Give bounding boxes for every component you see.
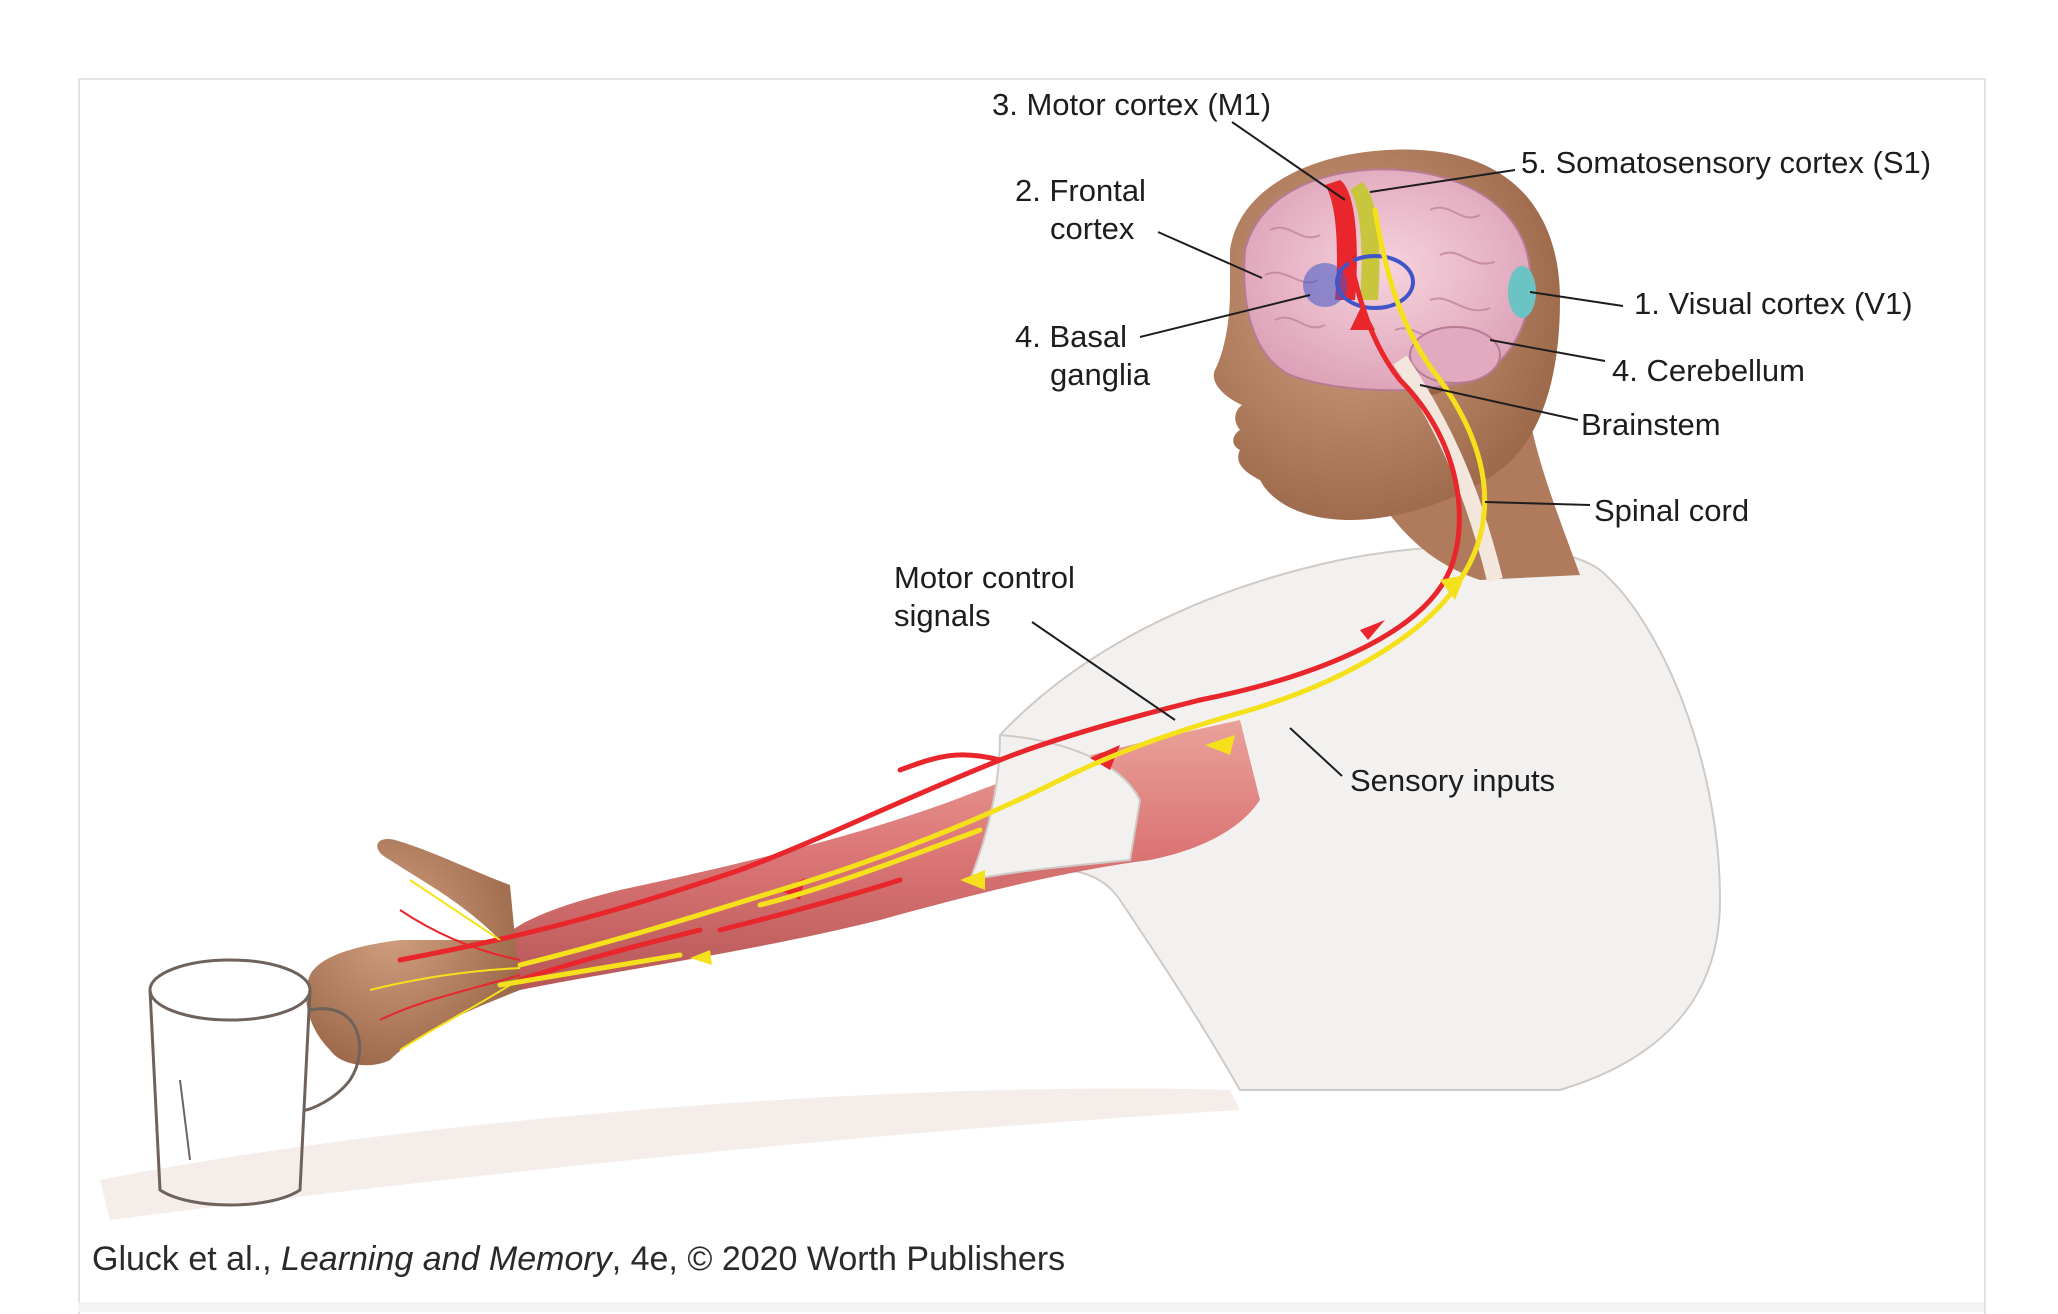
mug [148,958,362,1207]
label-cerebellum: 4. Cerebellum [1612,353,1805,388]
label-brainstem: Brainstem [1581,407,1721,442]
motor-cortex-region [1325,180,1357,300]
label-visual-cortex: 1. Visual cortex (V1) [1634,286,1913,321]
basal-ganglia-outline [1335,254,1415,310]
basal-ganglia-region [1303,263,1347,307]
upper-arm-skin [968,733,1142,882]
bottom-bar [78,1302,1984,1312]
table-shadow [100,1088,1240,1220]
label-somatosensory-cortex: 5. Somatosensory cortex (S1) [1521,145,1932,180]
shirt [999,545,1722,1091]
visual-cortex-region [1508,266,1536,318]
label-motor-control-signals-line2: signals [894,598,991,633]
sensory-pathway [497,207,1488,988]
credit-title: Learning and Memory [280,1240,612,1278]
credit-authors: Gluck et al., [92,1240,281,1278]
somatosensory-region [1350,182,1380,300]
label-motor-control-signals-line1: Motor control [894,560,1075,595]
label-frontal-cortex-line2: cortex [1050,211,1135,246]
leader-lines [1031,121,1624,777]
label-basal-ganglia-line2: ganglia [1050,357,1150,392]
credit-rest: , 4e, © 2020 Worth Publishers [611,1240,1066,1278]
label-basal-ganglia-line1: 4. Basal [1015,319,1128,354]
motor-pathway [397,197,1462,983]
label-spinal-cord: Spinal cord [1594,493,1750,528]
label-frontal-cortex-line1: 2. Frontal [1015,173,1146,208]
figure-credit: Gluck et al., Learning and Memory, 4e, ©… [92,1240,1065,1279]
label-sensory-inputs: Sensory inputs [1350,763,1556,798]
label-motor-cortex: 3. Motor cortex (M1) [992,87,1272,122]
spinal-cord [1393,355,1503,582]
hand [306,839,520,1066]
